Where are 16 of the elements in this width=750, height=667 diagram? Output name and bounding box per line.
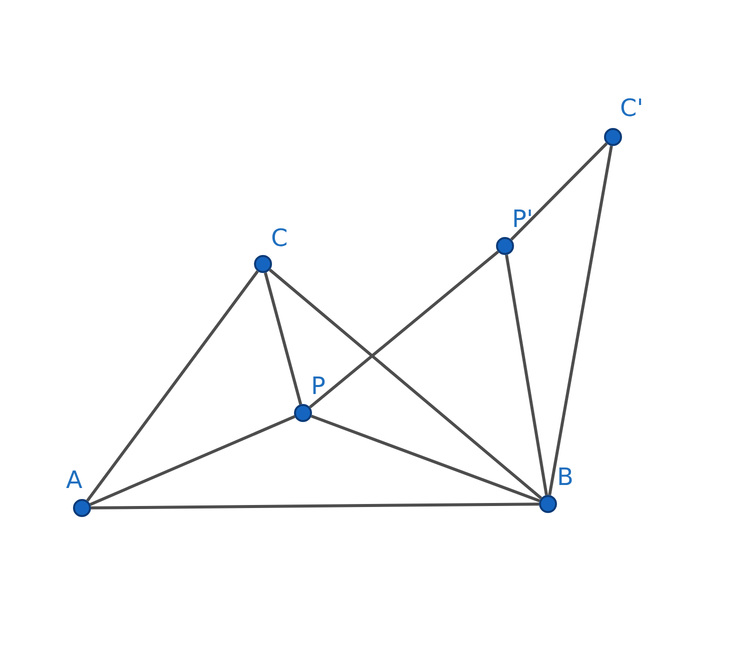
point-label: C	[271, 224, 288, 252]
line-segment	[310, 414, 540, 502]
point-label: P	[311, 372, 326, 400]
line-segment	[268, 268, 542, 500]
line-segment	[510, 142, 608, 241]
point-label: A	[66, 466, 82, 494]
line-segment	[90, 502, 540, 510]
line-segment	[505, 254, 548, 496]
point-label: P'	[512, 205, 534, 233]
line-segment	[308, 250, 500, 408]
line-segment	[264, 272, 302, 405]
line-segment	[548, 146, 613, 496]
point-label: B	[557, 463, 574, 491]
line-segment	[90, 415, 296, 506]
line-segment	[86, 270, 259, 502]
point-label: C'	[620, 94, 644, 122]
